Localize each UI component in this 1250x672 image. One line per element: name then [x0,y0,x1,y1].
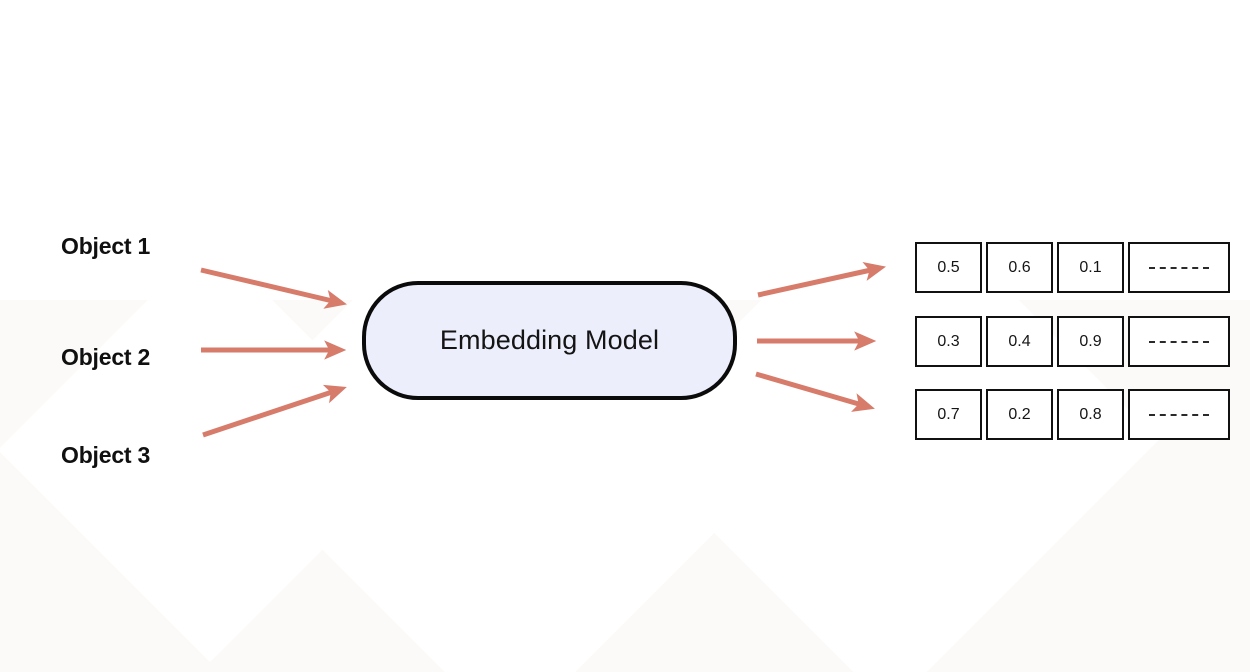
dashed-ellipsis-icon [1149,340,1209,343]
embedding-model-label: Embedding Model [439,325,660,355]
vector-row-3: 0.7 0.2 0.8 [915,389,1230,440]
object-label-2: Object 2 [61,344,151,370]
vector-cell: 0.6 [986,242,1053,293]
object-label-3: Object 3 [61,442,151,468]
input-arrow-3 [202,384,347,438]
vector-cell: 0.5 [915,242,982,293]
vector-row-1: 0.5 0.6 0.1 [915,242,1230,293]
output-arrow-3 [755,371,875,412]
dashed-ellipsis-icon [1149,266,1209,269]
vector-cell-ellipsis [1128,242,1230,293]
vector-cell: 0.3 [915,316,982,367]
input-arrow-1 [200,267,347,309]
vector-cell-ellipsis [1128,316,1230,367]
vector-row-2: 0.3 0.4 0.9 [915,316,1230,367]
output-arrow-1 [757,261,887,298]
vector-cell: 0.4 [986,316,1053,367]
vector-cell: 0.2 [986,389,1053,440]
vector-cell: 0.9 [1057,316,1124,367]
dashed-ellipsis-icon [1149,413,1209,416]
vector-cell: 0.1 [1057,242,1124,293]
vector-cell: 0.8 [1057,389,1124,440]
embedding-model-box[interactable]: Embedding Model [362,281,737,400]
vector-cell: 0.7 [915,389,982,440]
vector-cell-ellipsis [1128,389,1230,440]
object-label-1: Object 1 [61,233,151,259]
